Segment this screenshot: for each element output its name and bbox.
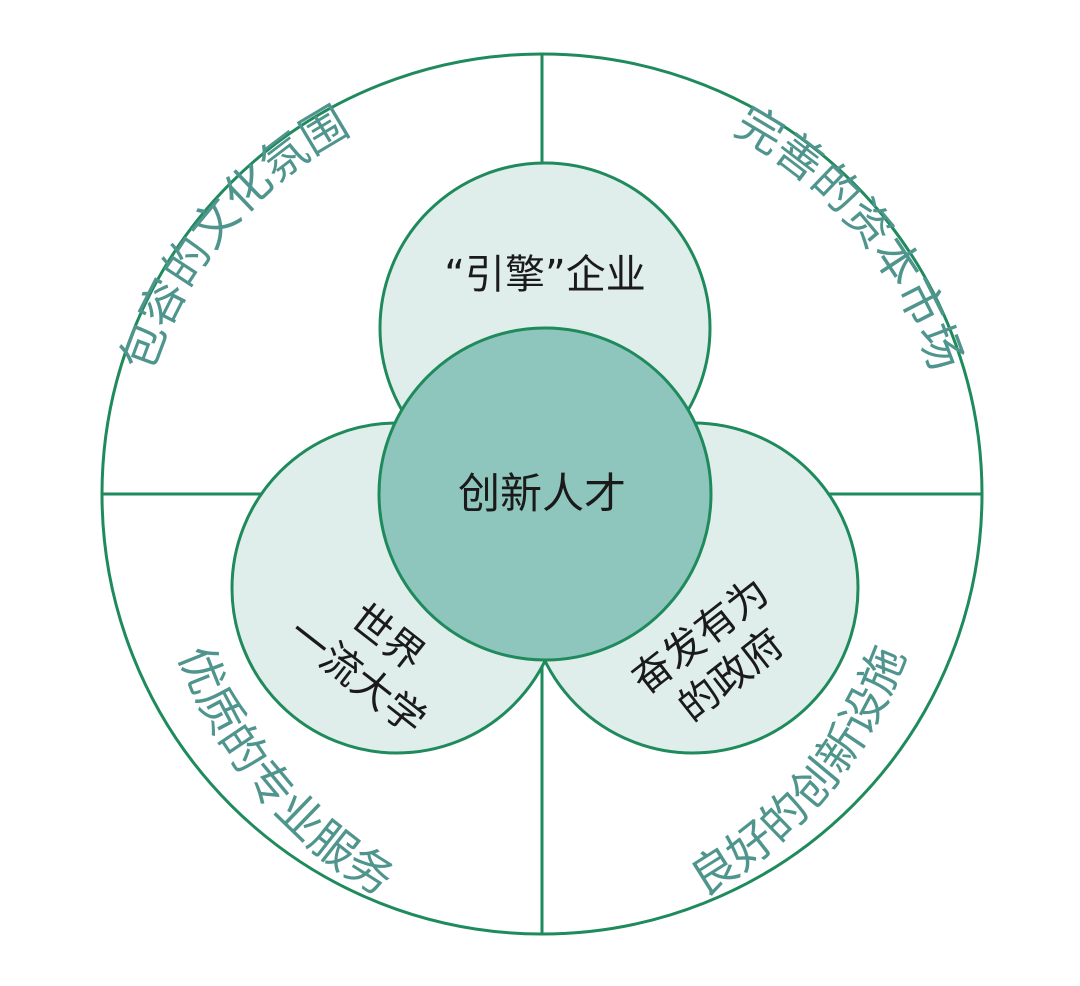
petal-top-label: “引擎”企业 — [444, 252, 645, 298]
core-circle — [377, 326, 713, 662]
core-label: 创新人才 — [458, 469, 626, 518]
ring-label-top-left: 包容的文化氛围 — [110, 95, 357, 377]
ring-label-top-right: 完善的资本市场 — [727, 95, 974, 377]
